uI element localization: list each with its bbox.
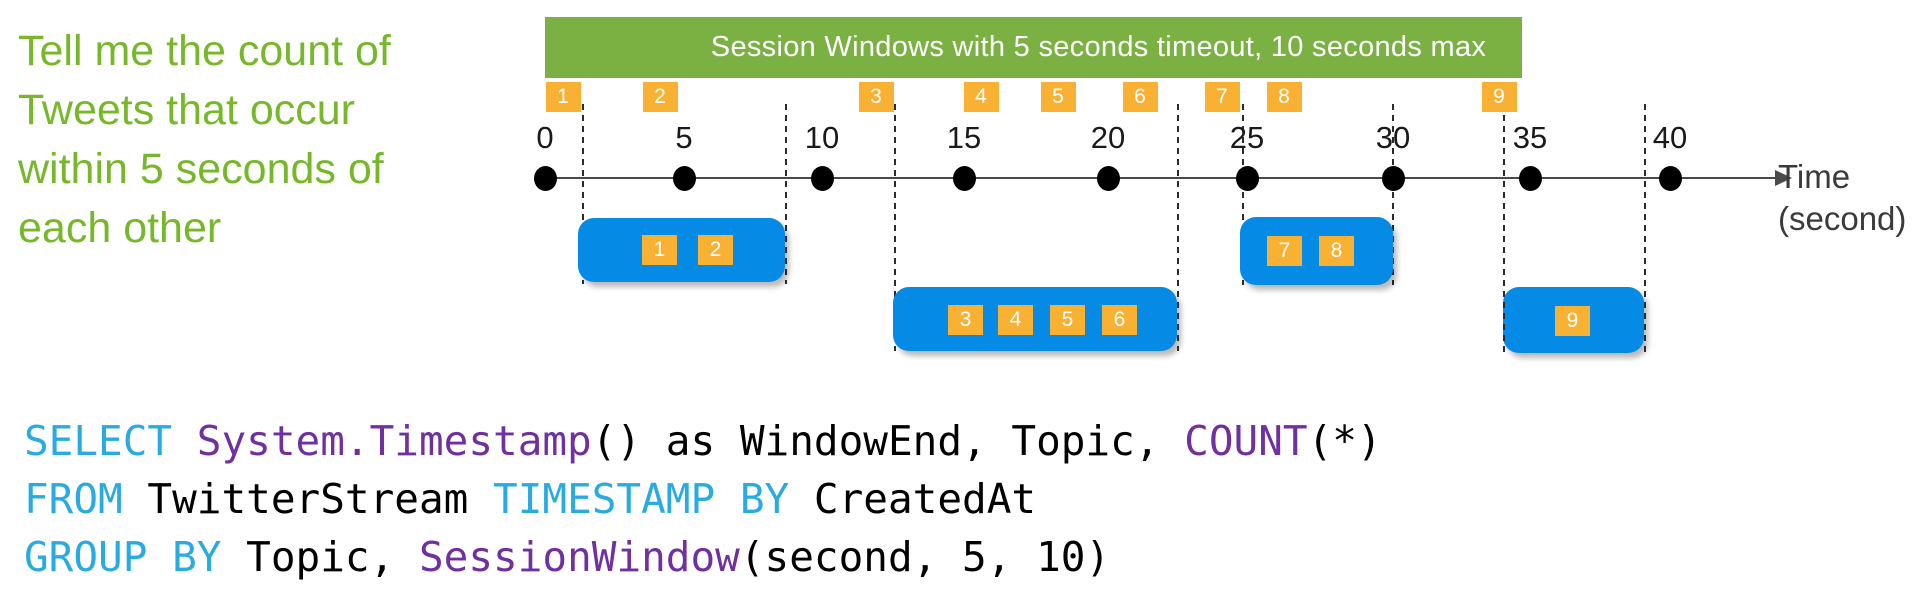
sql-code: SELECT System.Timestamp() as WindowEnd, … [24,412,1382,586]
session-window-event: 3 [948,305,983,335]
code-token: TIMESTAMP BY [493,475,790,523]
event-marker: 2 [642,82,678,112]
session-window-event: 8 [1319,236,1354,266]
code-token: COUNT [1184,417,1308,465]
window-boundary-line [785,104,787,284]
timeline-dot [1096,165,1120,191]
window-boundary-line [582,104,584,284]
timeline-dot [1235,165,1259,191]
time-axis-label-line1: Time [1778,158,1851,195]
event-marker: 6 [1122,82,1158,112]
session-window-event: 1 [642,235,677,265]
timeline-dot [1518,165,1542,191]
code-token: System.Timestamp [196,417,592,465]
timeline-dot [533,165,557,191]
code-line: GROUP BY Topic, SessionWindow(second, 5,… [24,528,1382,586]
code-token: SessionWindow [418,533,740,581]
code-token: (*) [1307,417,1382,465]
prompt-text: Tell me the count of Tweets that occur w… [18,27,391,252]
session-window-event: 4 [998,305,1033,335]
session-window-event: 6 [1102,305,1137,335]
timeline-axis [535,177,1775,179]
window-boundary-line [1503,104,1505,353]
time-tick-label: 20 [1090,120,1126,155]
event-marker: 3 [858,82,894,112]
session-window-event: 9 [1555,306,1590,336]
event-marker: 1 [545,82,581,112]
window-boundary-line [1392,104,1394,285]
session-window-event: 7 [1267,236,1302,266]
event-marker: 7 [1204,82,1240,112]
code-line: SELECT System.Timestamp() as WindowEnd, … [24,412,1382,470]
code-token: SELECT [24,417,173,465]
time-axis-label: Time (second) [1778,156,1906,240]
window-boundary-line [894,104,896,351]
time-axis-label-line2: (second) [1778,200,1907,237]
timeline-dot [672,165,696,191]
timeline-dot [1381,165,1405,191]
session-banner-title: Session Windows with 5 seconds timeout, … [710,31,1487,63]
timeline-dot [1658,165,1682,191]
window-boundary-line [1177,104,1179,351]
timeline-dot [952,165,976,191]
time-tick-label: 15 [946,120,982,155]
timeline-dot [810,165,834,191]
code-token [172,417,197,465]
timeline-arrowhead-icon [1775,170,1792,186]
code-token: FROM [24,475,123,523]
time-tick-label: 30 [1375,120,1411,155]
event-marker: 8 [1266,82,1302,112]
event-marker: 5 [1040,82,1076,112]
code-line: FROM TwitterStream TIMESTAMP BY CreatedA… [24,470,1382,528]
code-token: GROUP BY [24,533,222,581]
code-token: () as WindowEnd, Topic, [591,417,1185,465]
event-marker: 9 [1481,82,1517,112]
code-token: Topic, [221,533,419,581]
code-token: TwitterStream [122,475,494,523]
session-window-event: 2 [698,235,733,265]
window-boundary-line [1644,104,1646,353]
time-tick-label: 0 [536,120,554,155]
time-tick-label: 10 [804,120,840,155]
window-boundary-line [1242,104,1244,285]
time-tick-label: 25 [1229,120,1265,155]
session-banner: Session Windows with 5 seconds timeout, … [545,17,1522,78]
time-tick-label: 35 [1512,120,1548,155]
code-token: CreatedAt [789,475,1037,523]
event-marker: 4 [963,82,999,112]
code-token: (second, 5, 10) [739,533,1111,581]
session-window [1240,217,1393,285]
session-window-event: 5 [1050,305,1085,335]
session-window [578,218,785,282]
time-tick-label: 40 [1652,120,1688,155]
time-tick-label: 5 [675,120,693,155]
